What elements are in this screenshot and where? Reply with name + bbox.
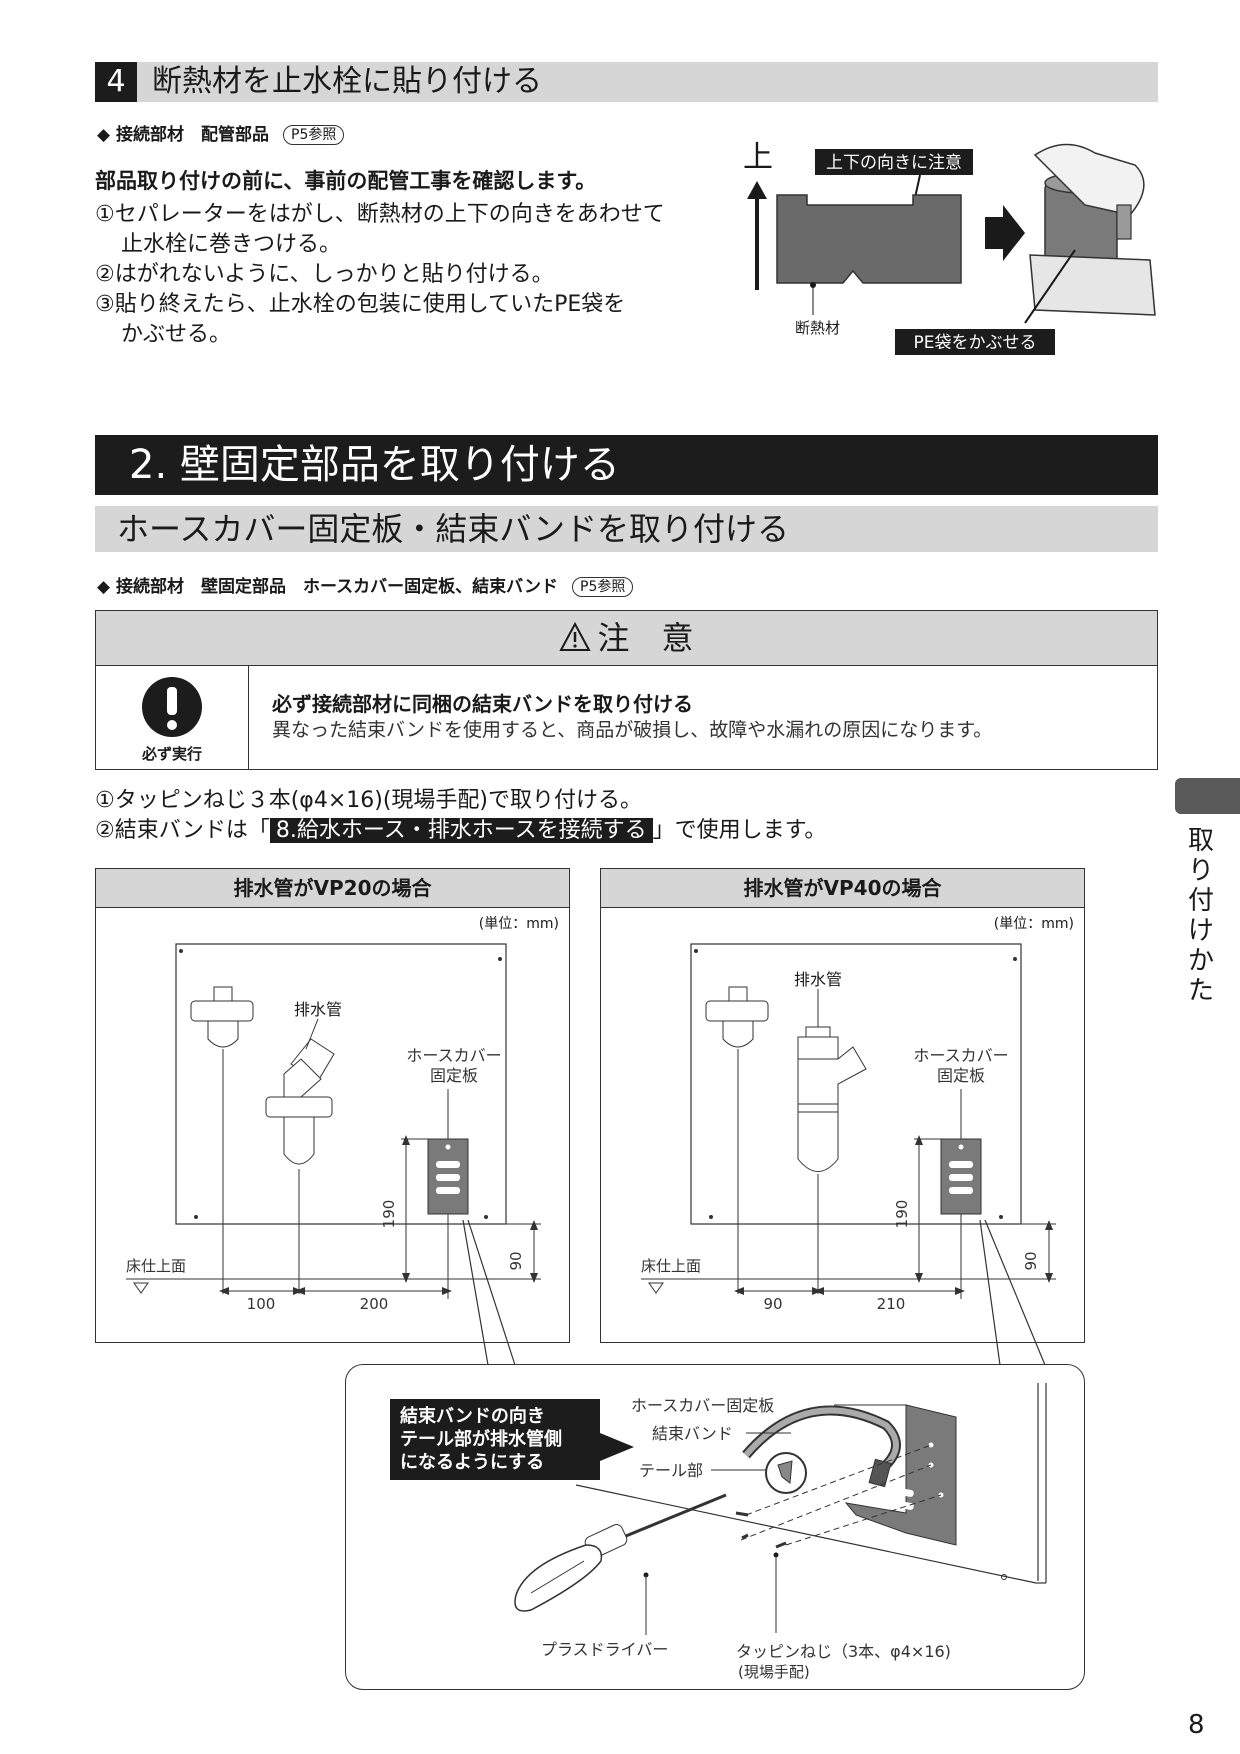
- side-tab-label: 取 り 付 け か た: [1186, 826, 1216, 1006]
- up-label: 上: [743, 140, 773, 175]
- vp40-floor-label: 床仕上面: [641, 1257, 701, 1275]
- instruction-line-2: ②結束バンドは「8.給水ホース・排水ホースを接続する」で使用します。: [95, 816, 826, 846]
- caution-icon-cell: 必ず実行: [96, 665, 249, 769]
- step-instructions: ①セパレーターをはがし、断熱材の上下の向きをあわせて 止水栓に巻きつける。 ②は…: [95, 200, 665, 350]
- vp40-drain-label: 排水管: [794, 970, 842, 989]
- detail-screw-label: タッピンねじ（3本、φ4×16): [736, 1642, 951, 1661]
- pe-bag-note: PE袋をかぶせる: [914, 333, 1037, 353]
- caution-content: 必ず接続部材に同梱の結束バンドを取り付ける 異なった結束バンドを使用すると、商品…: [272, 691, 992, 743]
- insulation-figure: 上 上下の向きに注意 断熱材 PE袋をかぶせる: [743, 140, 1156, 355]
- caution-box: 注 意 必ず実行 必ず接続部材に同梱の結束バンドを取り付ける 異なった結束バンド…: [95, 610, 1158, 770]
- step-line-3: ②はがれないように、しっかりと貼り付ける。: [95, 262, 554, 287]
- side-tab-char: か: [1187, 946, 1214, 976]
- band-direction-note: 結束バンドの向き テール部が排水管側 になるようにする: [390, 1399, 600, 1480]
- vp20-unit: (単位：mm): [478, 916, 559, 932]
- mandatory-label: 必ず実行: [141, 745, 202, 763]
- detail-box: 結束バンドの向き テール部が排水管側 になるようにする ホースカバー固定板 結束…: [345, 1364, 1085, 1690]
- vp20-dim-floor: 90: [507, 1251, 525, 1270]
- vp20-plate-label-1: ホースカバー: [406, 1046, 501, 1065]
- parts-label-text: ◆ 接続部材 配管部品: [97, 125, 269, 145]
- vp40-diagram: 排水管 ホースカバー 固定板 190 90 床仕上面 90 210: [641, 943, 1056, 1313]
- instruction-line-1: ①タッピンねじ３本(φ4×16)(現場手配)で取り付ける。: [95, 788, 642, 813]
- step-number: 4: [95, 62, 137, 102]
- note-line: になるようにする: [400, 1452, 545, 1473]
- parts-ref-badge: P5参照: [283, 125, 345, 145]
- vp20-floor-label: 床仕上面: [126, 1257, 186, 1275]
- side-tab-char: り: [1187, 856, 1214, 886]
- caution-title: 注 意: [597, 619, 694, 657]
- step-line-4: ③貼り終えたら、止水栓の包装に使用していたPE袋を: [95, 292, 626, 317]
- vp40-plate-label-2: 固定板: [937, 1066, 985, 1085]
- vp20-dim-left: 100: [247, 1295, 276, 1313]
- section-parts-text: ◆ 接続部材 壁固定部品 ホースカバー固定板、結束バンド: [97, 577, 558, 597]
- vp20-drain-label: 排水管: [294, 1000, 342, 1019]
- orientation-note: 上下の向きに注意: [826, 153, 962, 173]
- step-line-5: かぶせる。: [121, 322, 232, 347]
- detail-band-label: 結束バンド: [652, 1424, 733, 1443]
- section-title: 2. 壁固定部品を取り付ける: [95, 435, 1158, 495]
- step-title: 断熱材を止水栓に貼り付ける: [152, 64, 542, 99]
- detail-driver-label: プラスドライバー: [541, 1640, 668, 1659]
- vp40-title: 排水管がVP40の場合: [601, 869, 1084, 908]
- step-header-bar: [95, 62, 1158, 102]
- page-number: 8: [1188, 1710, 1205, 1740]
- detail-screw-sub: (現場手配): [738, 1663, 810, 1681]
- side-tab-char: 付: [1187, 886, 1214, 916]
- note-line: テール部が排水管側: [400, 1429, 562, 1450]
- caution-text: 異なった結束バンドを使用すると、商品が破損し、故障や水漏れの原因になります。: [272, 719, 993, 741]
- vp40-unit: (単位：mm): [993, 916, 1074, 932]
- caution-header: 注 意: [96, 611, 1157, 666]
- vp40-plate-label-1: ホースカバー: [913, 1046, 1008, 1065]
- note-line: 結束バンドの向き: [400, 1406, 545, 1427]
- detail-illustration: ホースカバー固定板 結束バンド テール部 プラスドライバー タッピンねじ（3本、…: [514, 1383, 1047, 1681]
- detail-plate-label: ホースカバー固定板: [631, 1396, 774, 1415]
- side-tab-char: た: [1187, 976, 1214, 1006]
- detail-callout-lines: [462, 1219, 1046, 1366]
- vp20-dim-height: 190: [380, 1200, 398, 1229]
- mandatory-exclamation-icon: [142, 677, 202, 737]
- vp40-dim-right: 210: [877, 1295, 906, 1313]
- vp40-dim-height: 190: [893, 1200, 911, 1229]
- caution-heading: 必ず接続部材に同梱の結束バンドを取り付ける: [272, 692, 693, 716]
- insulation-label: 断熱材: [795, 319, 840, 337]
- warning-triangle-icon: [559, 621, 592, 651]
- detail-tail-label: テール部: [639, 1461, 703, 1480]
- vp20-plate-label-2: 固定板: [430, 1066, 478, 1085]
- vp20-title: 排水管がVP20の場合: [96, 869, 569, 908]
- section-parts-ref: P5参照: [572, 577, 634, 597]
- parts-label: ◆ 接続部材 配管部品 P5参照: [97, 120, 345, 145]
- side-tab-char: 取: [1187, 826, 1214, 856]
- vp20-panel: 排水管がVP20の場合 (単位：mm) 排水管 ホースカバー 固定板 190: [95, 868, 570, 1343]
- section-subtitle: ホースカバー固定板・結束バンドを取り付ける: [95, 506, 1158, 552]
- instruction-line-2-before: ②結束バンドは「: [95, 818, 270, 843]
- vp40-dim-left: 90: [763, 1295, 782, 1313]
- instruction-line-2-after: 」で使用します。: [652, 818, 827, 843]
- step-line-2: 止水栓に巻きつける。: [121, 232, 342, 257]
- section-parts-label: ◆ 接続部材 壁固定部品 ホースカバー固定板、結束バンド P5参照: [97, 572, 634, 597]
- side-tab-marker: [1175, 778, 1240, 814]
- vp40-dim-floor: 90: [1022, 1251, 1040, 1270]
- vp20-diagram: 排水管 ホースカバー 固定板 190 90 床仕上面 100 200: [126, 943, 541, 1313]
- vp40-panel: 排水管がVP40の場合 (単位：mm) 排水管 ホースカバー 固定板 190: [600, 868, 1085, 1343]
- vp20-dim-right: 200: [360, 1295, 389, 1313]
- section-reference-link[interactable]: 8.給水ホース・排水ホースを接続する: [269, 818, 653, 843]
- step-line-1: ①セパレーターをはがし、断熱材の上下の向きをあわせて: [95, 202, 665, 227]
- step-lead: 部品取り付けの前に、事前の配管工事を確認します。: [95, 169, 597, 193]
- side-tab-char: け: [1187, 916, 1214, 946]
